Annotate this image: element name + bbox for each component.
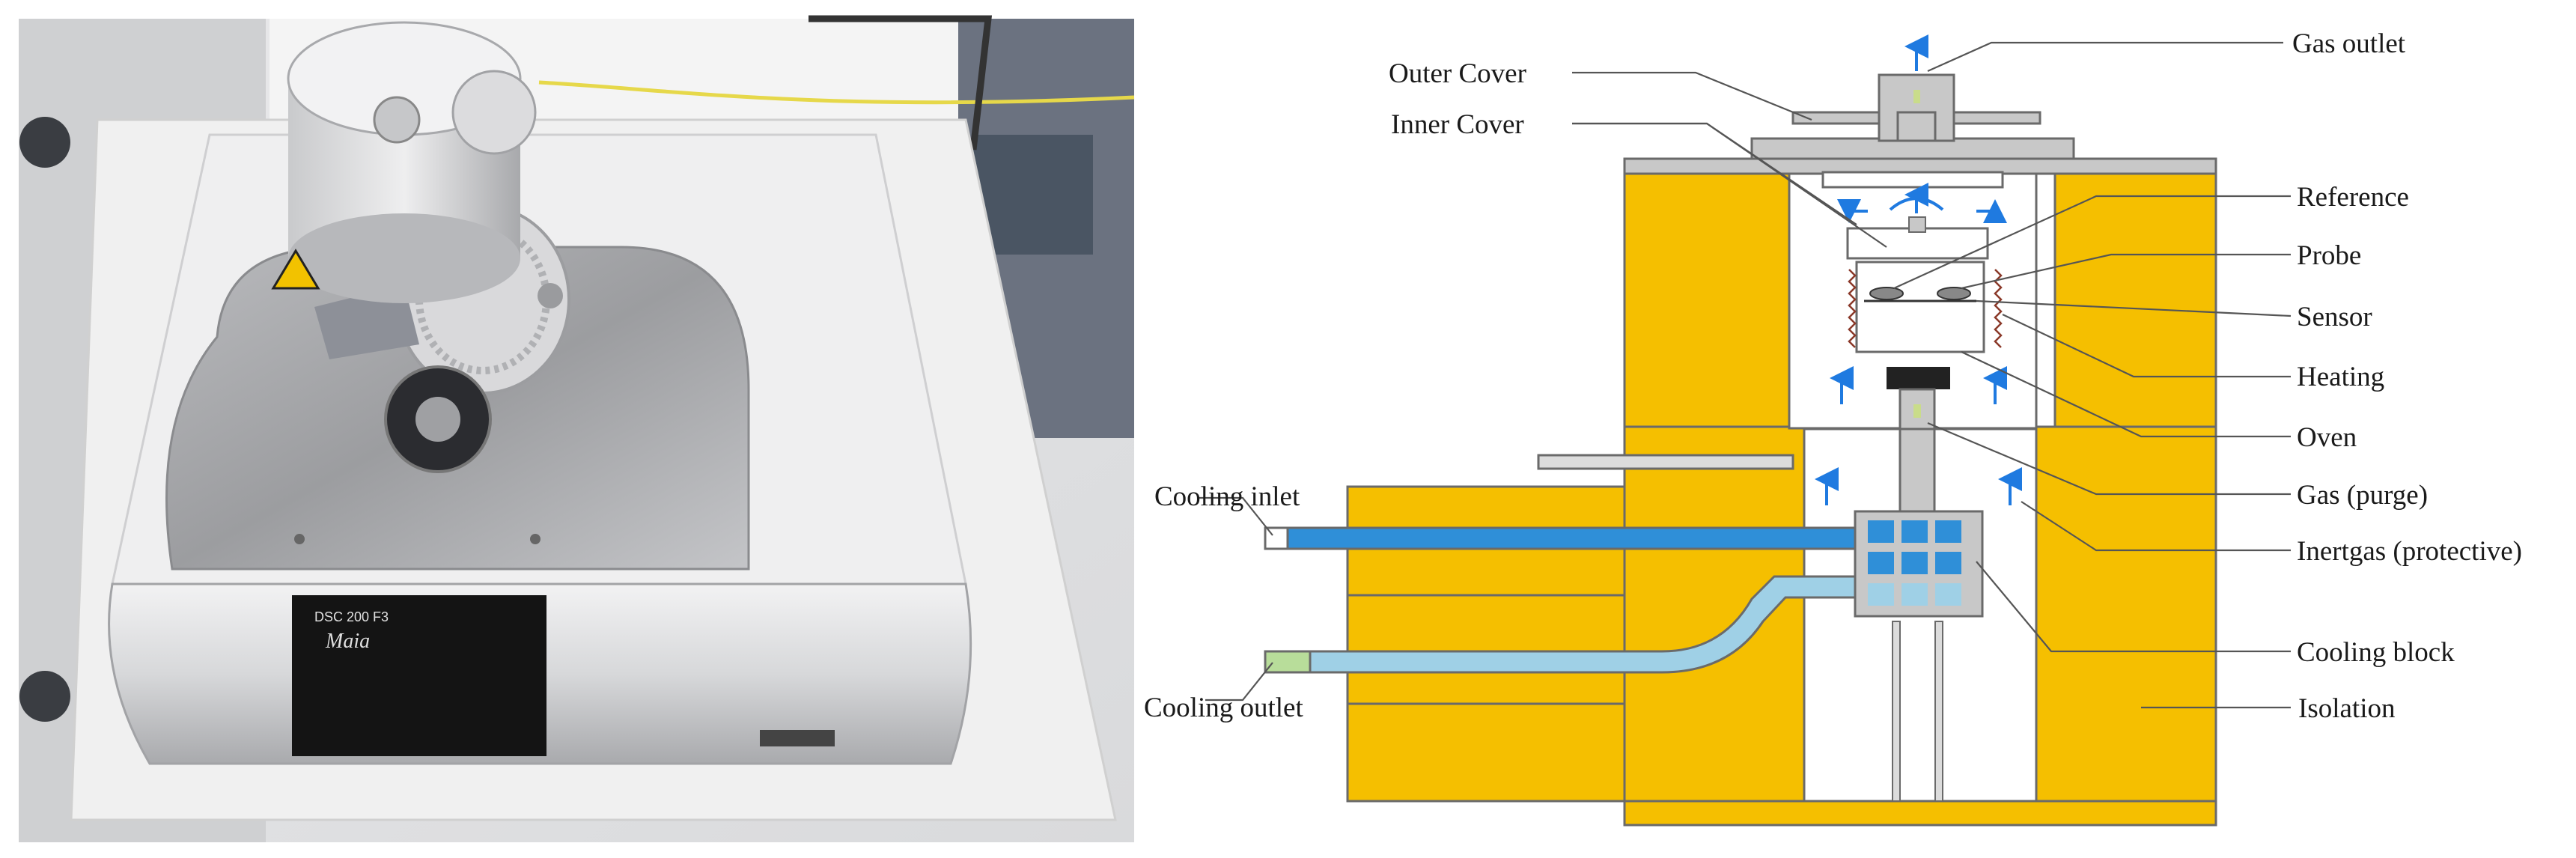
inner-cover-knob: [1908, 216, 1926, 233]
purge-gas-stem: [1898, 428, 1936, 513]
plate-screw: [530, 534, 541, 544]
autosampler-top-cap: [373, 96, 421, 144]
leader-outer-cover: [1572, 71, 1812, 121]
leader-probe: [1961, 253, 2291, 290]
wheel: [19, 671, 70, 722]
protective-gas-inlet: [1537, 454, 1794, 470]
autosampler-bottom: [288, 213, 520, 303]
nameplate-brand: Maia: [325, 630, 370, 653]
label-oven: Oven: [2297, 422, 2357, 453]
label-inner-cover: Inner Cover: [1391, 109, 1524, 140]
isolation-base: [1623, 800, 2217, 827]
gas-outlet-marker: [1913, 90, 1920, 103]
outer-cover: [1750, 137, 2075, 160]
purge-gas-marker: [1913, 404, 1921, 418]
isolation-upper-right: [2053, 169, 2217, 430]
nameplate-model: DSC 200 F3: [314, 609, 389, 624]
gas-flow-arrows: [1815, 34, 2022, 505]
heating-coil-left: [1848, 269, 1857, 348]
label-gas-purge: Gas (purge): [2297, 480, 2428, 511]
gas-outlet-neck: [1896, 111, 1937, 142]
autosampler-motor: [451, 70, 537, 155]
label-heating: Heating: [2297, 362, 2384, 392]
front-display-panel: [292, 595, 546, 756]
furnace-lid-center: [415, 397, 460, 442]
leader-inner-cover-2: [1572, 122, 1887, 248]
hot-surface-warning-icon: [271, 249, 320, 290]
label-reference: Reference: [2297, 182, 2409, 213]
leader-cooling-outlet: [1205, 662, 1273, 702]
sensor-base: [1887, 367, 1950, 389]
isolation-upper-left: [1623, 169, 1791, 430]
reference-crucible: [1869, 287, 1904, 300]
leader-sensor: [1976, 299, 2292, 317]
front-badge: [760, 730, 835, 746]
black-cable: [809, 15, 993, 150]
carousel-knob: [538, 283, 563, 308]
leader-reference: [1893, 195, 2291, 290]
label-cooling-inlet: Cooling inlet: [1154, 481, 1300, 512]
label-outer-cover: Outer Cover: [1389, 58, 1526, 89]
leader-cooling-block: [1976, 561, 2291, 653]
probe-crucible: [1937, 287, 1971, 300]
inner-cover-ring: [1821, 171, 2004, 189]
cooling-block-channels: [1868, 520, 1961, 606]
cooling-inlet-pipe: [1264, 526, 1866, 550]
wheel: [19, 117, 70, 168]
label-inertgas: Inertgas (protective): [2297, 536, 2522, 567]
label-cooling-outlet: Cooling outlet: [1144, 693, 1303, 723]
plate-screw: [294, 534, 305, 544]
isolation-lower-right: [2035, 425, 2217, 803]
isolation-side-bottom: [1346, 702, 1626, 803]
leader-oven: [1961, 351, 2291, 438]
leader-gas-outlet: [1927, 41, 2283, 73]
leader-cooling-inlet: [1198, 496, 1273, 536]
leader-heating: [2002, 314, 2291, 378]
autosampler-arm: [314, 285, 419, 359]
label-probe: Probe: [2297, 240, 2361, 271]
isolation-lower-left: [1623, 425, 1806, 803]
support-rod: [1934, 621, 1943, 802]
yellow-cable: [538, 80, 1135, 105]
leader-lines: [1198, 41, 2292, 709]
label-isolation: Isolation: [2298, 693, 2395, 724]
leader-inertgas: [2021, 501, 2291, 552]
back-equipment-panel: [973, 135, 1093, 255]
leader-gas-purge: [1927, 422, 2291, 496]
label-sensor: Sensor: [2297, 302, 2372, 332]
support-rod: [1892, 621, 1901, 802]
label-cooling-block: Cooling block: [2297, 637, 2455, 668]
inner-cover: [1846, 227, 1989, 260]
cooling-outlet-end: [1264, 650, 1312, 674]
isolation-blocks: [1346, 169, 2217, 827]
label-gas-outlet: Gas outlet: [2292, 28, 2406, 59]
heating-coil-right: [1994, 269, 2003, 348]
instrument-photo: DSC 200 F3 Maia: [19, 15, 1135, 842]
